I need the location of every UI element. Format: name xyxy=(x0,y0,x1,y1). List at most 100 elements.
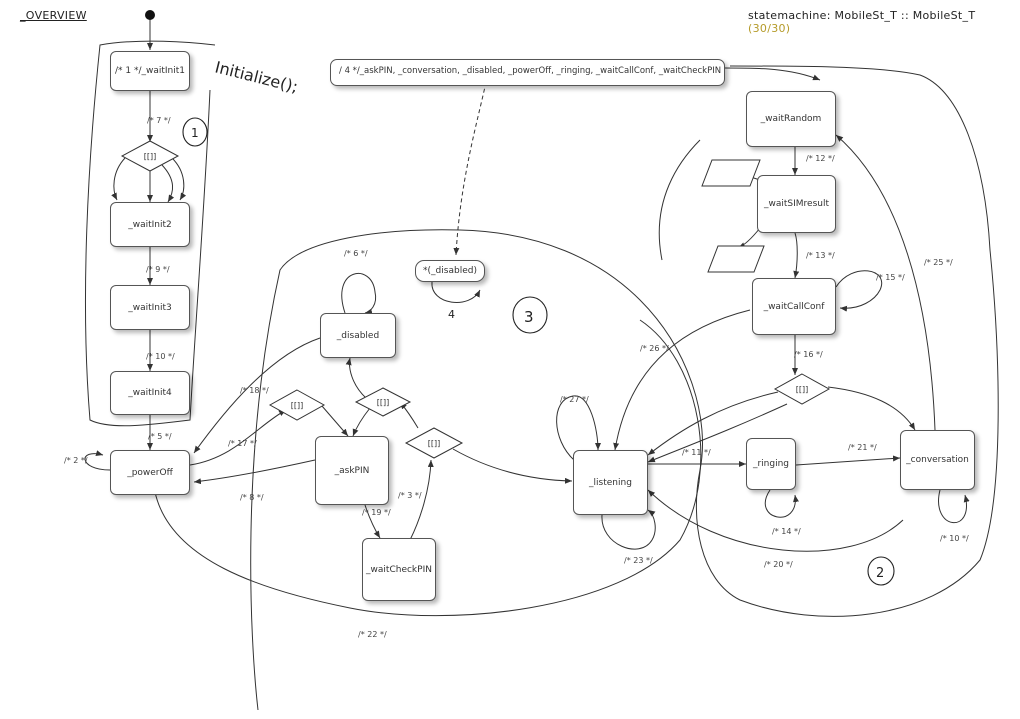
choice-branch-right-2 xyxy=(161,164,175,203)
label-t15: /* 15 */ xyxy=(876,273,905,282)
label-t22: /* 22 */ xyxy=(358,630,387,639)
transition-10-self xyxy=(938,489,970,523)
state-listening[interactable]: _listening xyxy=(573,450,648,515)
choice-to-askpin xyxy=(321,405,349,437)
diagram-title-text: statemachine: MobileSt_T :: MobileSt_T xyxy=(748,9,976,22)
page-count: (30/30) xyxy=(748,22,791,35)
label-t7: /* 7 */ xyxy=(147,116,171,125)
choice-middle: [[]] xyxy=(354,387,412,417)
label-t27: /* 27 */ xyxy=(560,395,589,404)
transition-18 xyxy=(193,337,321,454)
choice-to-conversation xyxy=(827,386,916,431)
choice-callconf: [[]] xyxy=(773,373,831,405)
diagram-title: statemachine: MobileSt_T :: MobileSt_T (… xyxy=(748,9,1020,35)
transition-25 xyxy=(835,134,936,431)
state-conversation[interactable]: _conversation xyxy=(900,430,975,490)
label-t17: /* 17 */ xyxy=(228,439,257,448)
transition-6-self xyxy=(341,273,377,315)
transition-2-self xyxy=(84,450,111,471)
note-box[interactable]: / 4 */_askPIN, _conversation, _disabled,… xyxy=(330,59,725,86)
label-t8: /* 8 */ xyxy=(240,493,264,502)
transition-21 xyxy=(795,455,901,466)
state-wait-init2[interactable]: _waitInit2 xyxy=(110,202,190,247)
transition-17 xyxy=(189,409,287,466)
label-t23: /* 23 */ xyxy=(624,556,653,565)
init-boundary-curve xyxy=(84,40,216,427)
label-t11: /* 11 */ xyxy=(682,448,711,457)
label-t2: /* 2 */ xyxy=(64,456,88,465)
choice-to-askpin-2 xyxy=(352,407,371,437)
choice-checkpin-label: [[]] xyxy=(428,439,440,448)
label-t26: /* 26 */ xyxy=(640,344,669,353)
transition-8 xyxy=(193,459,316,485)
transition-22-curve xyxy=(154,319,702,617)
label-t13: /* 13 */ xyxy=(806,251,835,260)
state-ask-pin[interactable]: _askPIN xyxy=(315,436,389,505)
choice-init-label: [[]] xyxy=(144,152,156,161)
choice-checkpin: [[]] xyxy=(404,427,464,459)
label-t19: /* 19 */ xyxy=(362,508,391,517)
label-t10a: /* 10 */ xyxy=(146,352,175,361)
state-wait-init3[interactable]: _waitInit3 xyxy=(110,285,190,330)
label-t18: /* 18 */ xyxy=(240,386,269,395)
state-disabled[interactable]: _disabled xyxy=(320,313,396,358)
choice-init: [[]] xyxy=(120,140,180,172)
transition-19 xyxy=(364,504,381,539)
four-annotation: 4 xyxy=(448,308,455,321)
label-t12: /* 12 */ xyxy=(806,154,835,163)
transition-14-self xyxy=(764,489,799,518)
transition-23-self xyxy=(601,509,656,550)
state-wait-random[interactable]: _waitRandom xyxy=(746,91,836,147)
state-wait-init1[interactable]: /* 1 */_waitInit1 xyxy=(110,51,190,91)
choice-left: [[]] xyxy=(268,389,326,421)
view-name: _OVERVIEW xyxy=(20,9,87,22)
label-t9: /* 9 */ xyxy=(146,265,170,274)
choice-left-label: [[]] xyxy=(291,401,303,410)
transition-choice-listening-2 xyxy=(647,403,788,463)
label-t14: /* 14 */ xyxy=(772,527,801,536)
transition-4-self xyxy=(431,281,481,303)
state-wait-call-conf[interactable]: _waitCallConf xyxy=(752,278,836,335)
random-output-parallelogram xyxy=(701,159,761,187)
circle-3-outline xyxy=(512,296,548,334)
sim-output-parallelogram xyxy=(707,245,765,273)
label-t25: /* 25 */ xyxy=(924,258,953,267)
note-anchor-line xyxy=(453,81,487,256)
label-t5: /* 5 */ xyxy=(148,432,172,441)
boundary-curve-2 xyxy=(658,139,701,261)
boundary-curve-3 xyxy=(250,65,999,711)
label-t21: /* 21 */ xyxy=(848,443,877,452)
transition-26 xyxy=(613,309,751,451)
choice-callconf-label: [[]] xyxy=(796,385,808,394)
transition-20 xyxy=(647,489,904,552)
transition-27-self xyxy=(556,395,601,461)
label-t10b: /* 10 */ xyxy=(940,534,969,543)
state-wait-sim-result[interactable]: _waitSIMresult xyxy=(757,175,836,233)
choice-branch-left xyxy=(111,157,126,201)
transition-13 xyxy=(793,232,800,279)
transition-15-self xyxy=(835,270,883,312)
circle-3-label: 3 xyxy=(524,308,534,326)
state-wait-init4[interactable]: _waitInit4 xyxy=(110,371,190,415)
initial-pseudostate xyxy=(145,10,155,20)
choice-to-disabled xyxy=(345,357,367,399)
choice-branch-right xyxy=(171,157,187,201)
circle-2-label: 2 xyxy=(876,566,884,581)
circle-2-outline xyxy=(867,556,895,586)
label-t6: /* 6 */ xyxy=(344,249,368,258)
transition-3 xyxy=(409,459,434,541)
circle-1-label: 1 xyxy=(191,126,199,140)
state-disabled-self[interactable]: *(_disabled) xyxy=(415,260,485,282)
state-ringing[interactable]: _ringing xyxy=(746,438,796,490)
state-wait-check-pin[interactable]: _waitCheckPIN xyxy=(362,538,436,601)
circle-1-outline xyxy=(182,117,208,147)
state-power-off[interactable]: _powerOff xyxy=(110,450,190,495)
note-to-right-cluster xyxy=(723,67,821,81)
choice-to-listening xyxy=(452,448,573,484)
initialize-annotation: Initialize(); xyxy=(213,57,300,96)
label-t20: /* 20 */ xyxy=(764,560,793,569)
wait-sim-output xyxy=(737,227,761,249)
label-t16: /* 16 */ xyxy=(794,350,823,359)
